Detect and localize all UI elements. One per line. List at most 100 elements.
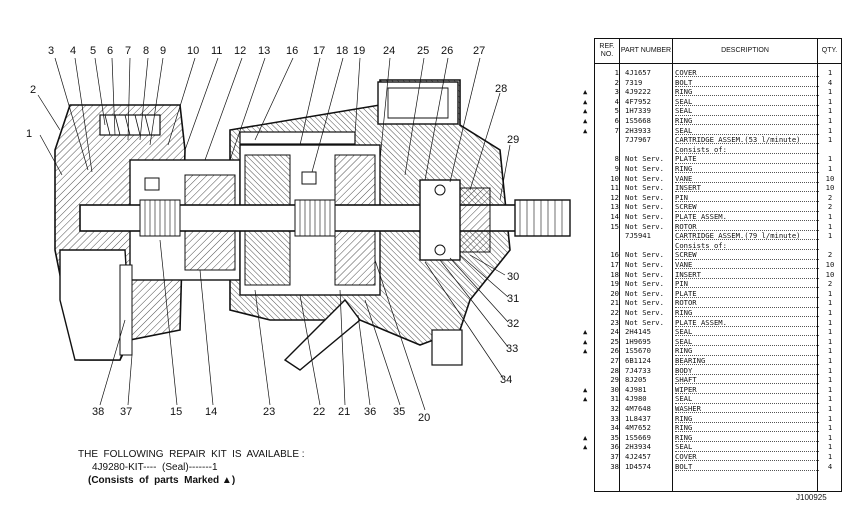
cell-ref-no: 12 xyxy=(610,192,619,202)
cell-part-number: Not Serv. xyxy=(625,164,664,173)
cell-ref-no: 25 xyxy=(610,336,619,346)
table-row: Consists of: xyxy=(595,146,841,155)
cell-part-number: 2H4145 xyxy=(625,327,651,337)
callout-28: 28 xyxy=(495,83,508,95)
cell-qty: 1 xyxy=(827,432,833,442)
cell-part-number: 1L8437 xyxy=(625,413,651,423)
cell-ref-no: 30 xyxy=(610,384,619,394)
pump-cross-section-drawing xyxy=(37,57,571,411)
cell-part-number: Not Serv. xyxy=(625,317,664,327)
header-ref-no: REF. NO. xyxy=(599,43,615,58)
cell-description: RING xyxy=(675,434,819,443)
callout-36: 36 xyxy=(364,406,377,418)
callout-34: 34 xyxy=(500,374,513,386)
callout-8: 8 xyxy=(143,45,150,57)
cell-qty: 1 xyxy=(827,413,833,423)
cell-part-number: 7J7967 xyxy=(625,135,651,145)
cell-qty: 1 xyxy=(827,394,833,404)
cell-ref-no: 24 xyxy=(610,327,619,337)
cell-ref-no: 4 xyxy=(614,96,619,106)
cell-ref-no: 10 xyxy=(610,173,619,183)
cell-part-number: 7J5941 xyxy=(625,231,651,241)
cell-description: INSERT xyxy=(675,271,819,279)
cell-description: ROTOR xyxy=(675,299,819,308)
cell-qty: 1 xyxy=(827,375,833,385)
cell-ref-no: 18 xyxy=(610,269,619,279)
cell-description: BOLT xyxy=(675,79,819,87)
cell-part-number: 2H3933 xyxy=(625,125,651,135)
repair-kit-consists: (Consists of parts Marked ▲) xyxy=(88,475,236,486)
cell-description: PLATE ASSEM. xyxy=(675,213,819,222)
callout-17: 17 xyxy=(313,45,326,57)
table-row: Consists of: xyxy=(595,242,841,251)
cell-description: SEAL xyxy=(675,328,819,337)
cell-ref-no: 38 xyxy=(610,461,619,471)
cell-description: SEAL xyxy=(675,338,819,347)
kit-marker-icon: ▲ xyxy=(583,87,588,97)
cell-part-number: Not Serv. xyxy=(625,154,664,164)
kit-marker-icon: ▲ xyxy=(583,432,588,442)
cell-qty: 1 xyxy=(827,87,833,97)
cell-qty: 1 xyxy=(827,154,833,164)
callout-23: 23 xyxy=(263,406,276,418)
callout-33: 33 xyxy=(506,343,519,355)
cell-part-number: Not Serv. xyxy=(625,202,664,212)
cell-part-number: 1D4574 xyxy=(625,461,651,471)
cell-description: COVER xyxy=(675,453,819,462)
cell-description: PLATE xyxy=(675,290,819,299)
cell-description: VANE xyxy=(675,175,819,183)
callout-7: 7 xyxy=(125,45,132,57)
callout-32: 32 xyxy=(507,318,520,330)
callout-1: 1 xyxy=(26,128,33,140)
cell-ref-no: 22 xyxy=(610,308,619,317)
cell-description: PIN xyxy=(675,194,819,203)
cell-part-number: Not Serv. xyxy=(625,173,664,183)
repair-kit-heading: THE FOLLOWING REPAIR KIT IS AVAILABLE : xyxy=(78,449,305,460)
callout-35: 35 xyxy=(393,406,406,418)
cell-ref-no: 9 xyxy=(614,164,619,173)
cell-qty: 1 xyxy=(827,423,833,433)
cell-part-number: 8J205 xyxy=(625,375,647,385)
callout-6: 6 xyxy=(107,45,114,57)
kit-marker-icon: ▲ xyxy=(583,394,588,404)
callout-24: 24 xyxy=(383,45,396,57)
repair-kit-part: 4J9280-KIT---- (Seal)-------1 xyxy=(92,462,218,473)
callout-2: 2 xyxy=(30,84,37,96)
cell-qty: 1 xyxy=(827,106,833,116)
cell-ref-no: 13 xyxy=(610,202,619,212)
cell-part-number: 4J2457 xyxy=(625,452,651,461)
cell-ref-no: 20 xyxy=(610,288,619,298)
cell-description: Consists of: xyxy=(675,146,819,155)
cell-ref-no: 1 xyxy=(614,68,619,77)
cell-qty: 1 xyxy=(827,96,833,106)
cell-part-number: Not Serv. xyxy=(625,279,664,289)
cell-qty: 1 xyxy=(827,346,833,356)
cell-part-number: 4F7952 xyxy=(625,96,651,106)
cell-qty: 1 xyxy=(827,298,833,308)
callout-19: 19 xyxy=(353,45,366,57)
cell-ref-no: 34 xyxy=(610,423,619,433)
cell-part-number: 7J4733 xyxy=(625,365,651,375)
cell-part-number: Not Serv. xyxy=(625,308,664,317)
cell-description: SEAL xyxy=(675,98,819,107)
callout-30: 30 xyxy=(507,271,520,283)
cell-description: SEAL xyxy=(675,443,819,452)
cell-description: SCREW xyxy=(675,203,819,212)
cell-description: SHAFT xyxy=(675,376,819,385)
callout-3: 3 xyxy=(48,45,55,57)
